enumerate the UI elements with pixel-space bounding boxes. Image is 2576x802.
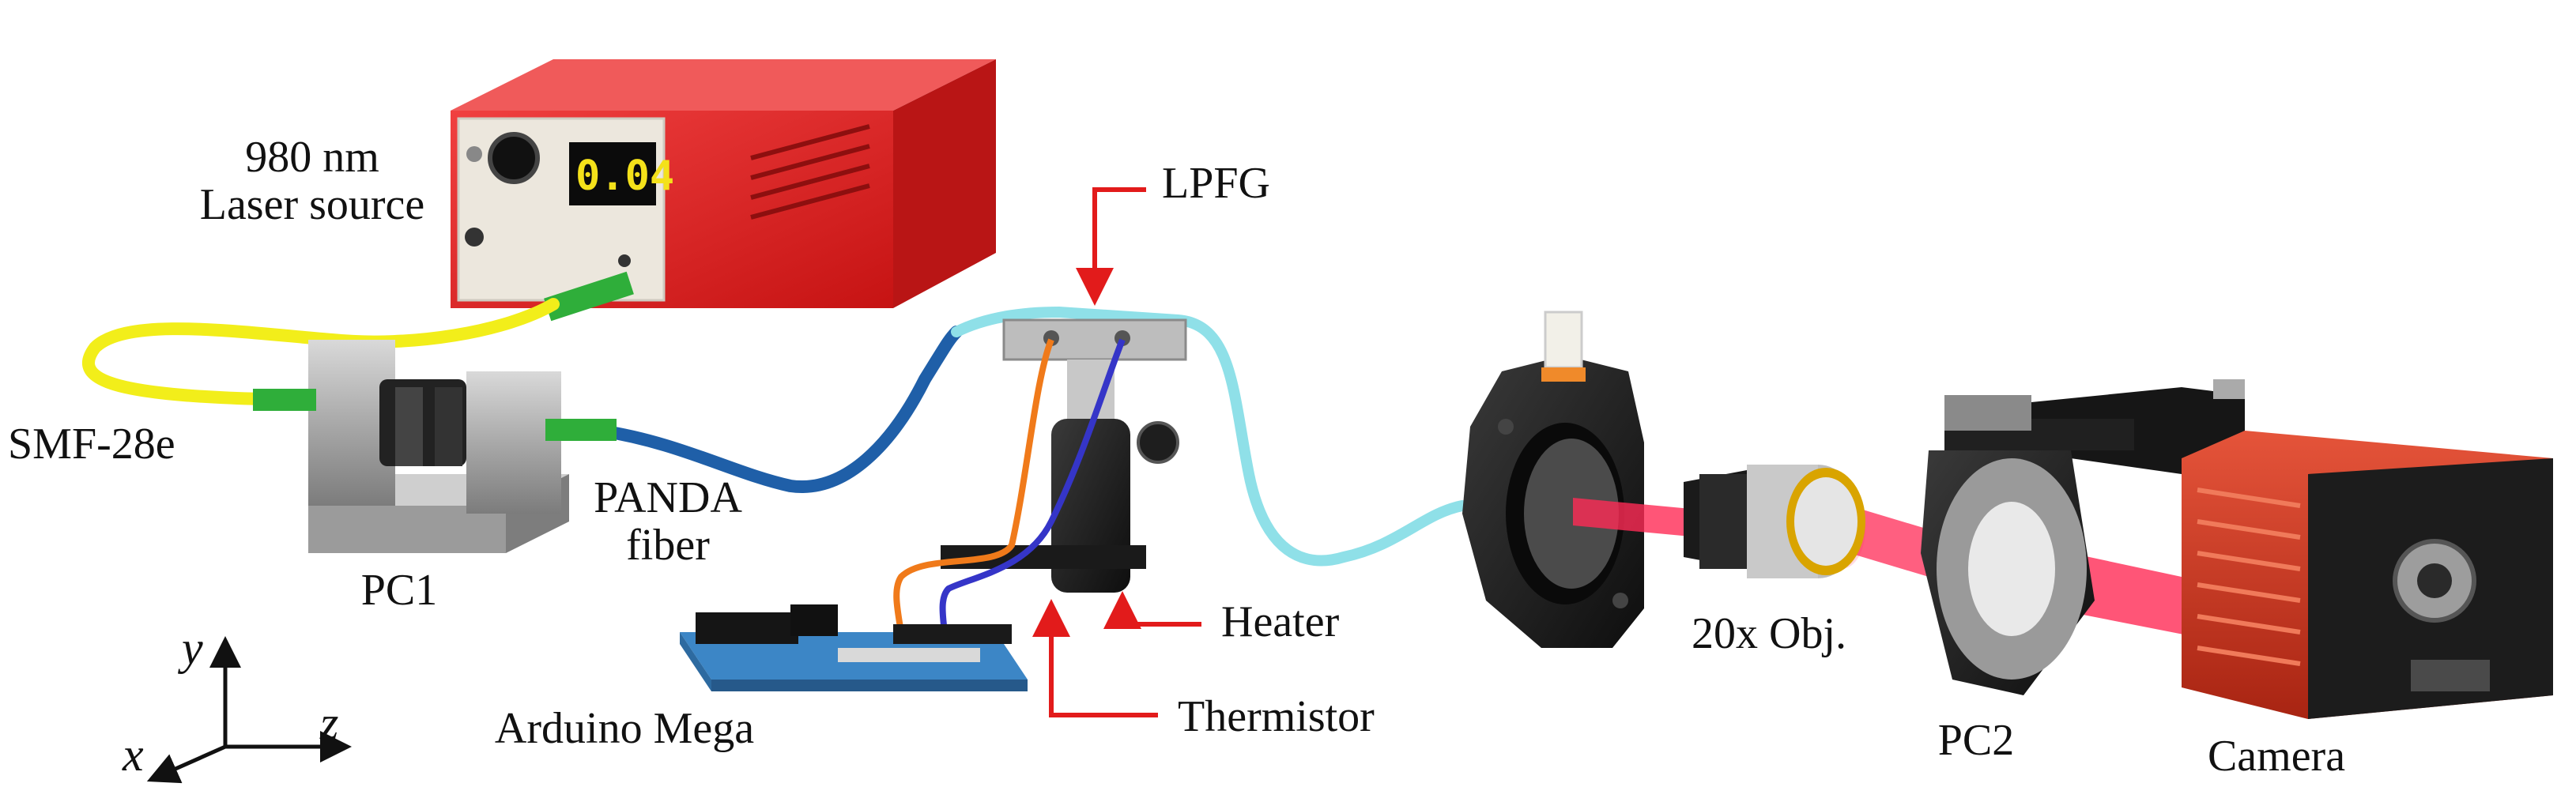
smf-label: SMF-28e [8,420,175,469]
objective-lens [1684,465,1865,578]
smf-fiber [81,298,560,405]
thermistor-callout [1032,599,1158,717]
camera-label: Camera [2208,732,2345,781]
laser-display-value: 0.04 [575,152,674,200]
lpfg-callout [1076,187,1146,306]
thermistor-wire [893,338,1054,633]
laser-output-connector [544,271,634,322]
pc2-label: PC2 [1938,716,2015,765]
pc1-output-connector [545,419,617,441]
heater-callout [1103,591,1201,629]
arduino-label: Arduino Mega [495,704,754,753]
laser-vent-grille [750,124,870,220]
laser-label-line2: Laser source [200,180,425,229]
laser-small-button-icon [466,146,482,162]
panda-label-line2: fiber [626,521,710,570]
lpfg-holder-block [1002,318,1187,361]
laser-label-line1: 980 nm [245,133,379,182]
thermistor-label: Thermistor [1178,692,1375,741]
laser-display [569,142,656,205]
pc1-label: PC1 [361,566,438,615]
heater-label: Heater [1221,597,1340,646]
axis-z-label: z [319,697,338,749]
objective-label: 20x Obj. [1692,609,1846,658]
camera [2182,431,2553,719]
lpfg-fiber [951,306,1468,567]
pc1-input-connector [253,389,316,411]
lpfg-label: LPFG [1162,159,1270,208]
laser-knob-icon [488,132,540,184]
panda-fiber [594,326,963,494]
axis-x-label: x [122,729,144,781]
kinematic-mount [1462,311,1644,648]
laser-source: 0.04 [451,59,996,322]
axis-y-label: y [177,622,203,674]
pc2-rotation-mount [1921,379,2245,695]
arduino-board [680,604,1028,691]
heater-wire [939,338,1126,633]
pc1-polarization-controller [253,340,617,553]
panda-label-line1: PANDA [594,473,742,522]
lpfg-stage [941,318,1187,593]
coordinate-axes: y z x [122,622,352,784]
